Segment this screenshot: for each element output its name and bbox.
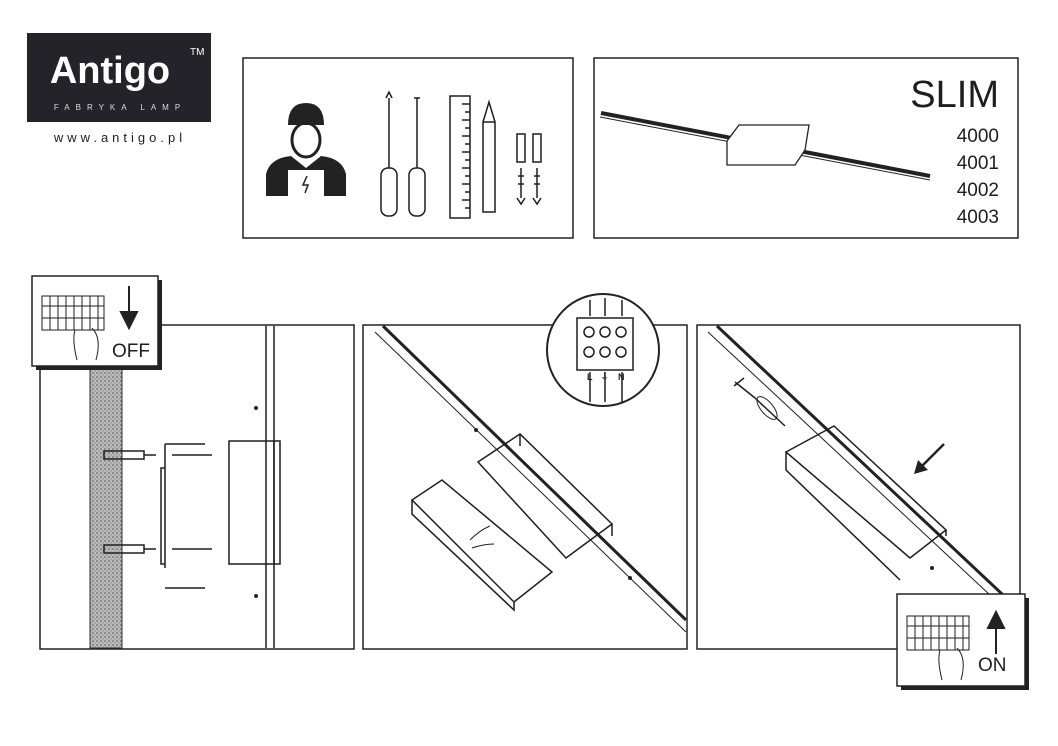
ruler-icon [449,95,471,219]
neutral-label: N [618,372,625,382]
pencil-icon [482,99,496,213]
product-panel: SLIM 4000 4001 4002 4003 [593,57,1019,239]
brand-logo: Antigo TM FABRYKA LAMP [27,33,211,122]
product-code: 4002 [957,180,999,201]
product-name: SLIM [910,74,999,116]
product-code: 4001 [957,153,999,174]
screwdriver-icon [380,90,426,217]
off-label: OFF [112,341,150,362]
electrician-icon [266,103,346,196]
step-1-mount-bracket [39,324,355,650]
terminal-block-icon [576,298,634,402]
power-on-inset: ON [896,593,1029,690]
required-tools-panel [242,57,574,239]
product-code: 4000 [957,126,999,147]
logo-brand: Antigo [50,50,170,92]
connector-inset: L ⏚ N [546,293,660,407]
lamp-illustration [599,111,931,181]
power-off-inset: OFF [31,275,162,370]
wall-plugs-screws-icon [516,133,542,206]
screwdriver-icon [733,377,786,427]
on-label: ON [978,655,1007,676]
product-code: 4003 [957,207,999,228]
arrow-down-icon [119,286,139,331]
arrow-up-icon [986,609,1006,654]
logo-tagline: FABRYKA LAMP [54,103,186,112]
logo-trademark: TM [190,47,204,58]
fuse-box-icon [906,615,970,681]
website-link[interactable]: www.antigo.pl [53,130,186,145]
live-label: L [587,372,593,382]
earth-label: ⏚ [600,372,609,382]
fuse-box-icon [41,295,105,361]
